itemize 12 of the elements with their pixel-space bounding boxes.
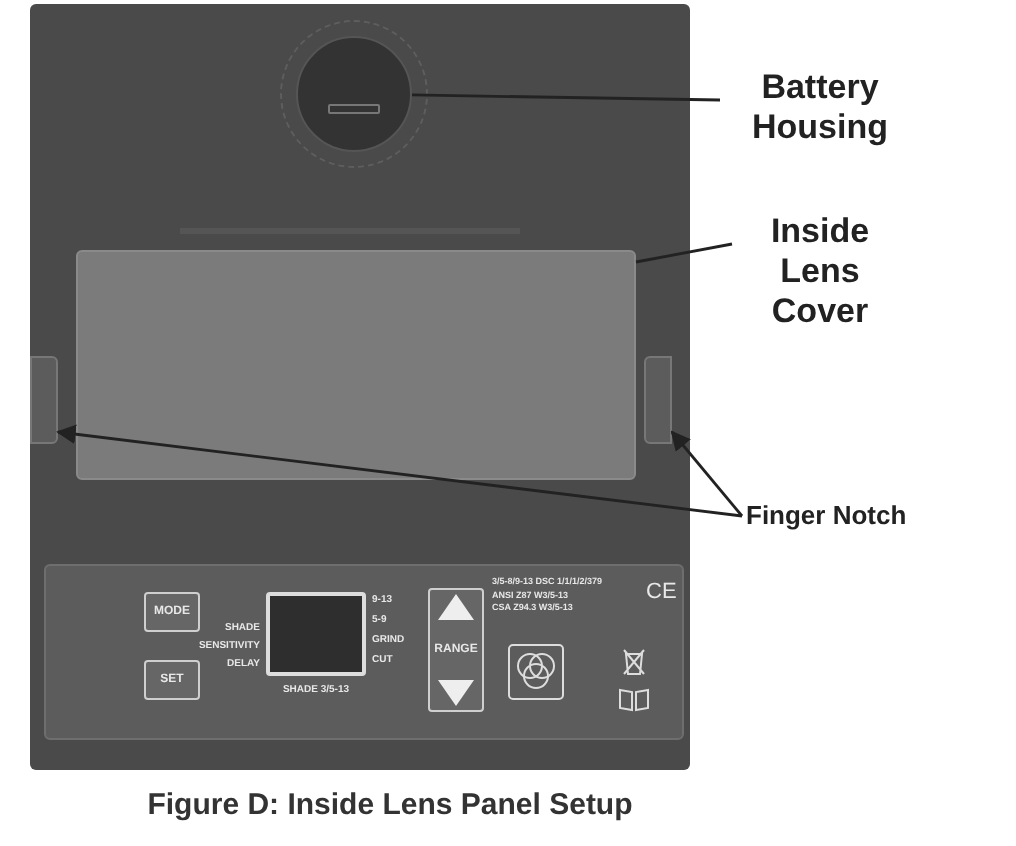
leader-line (670, 430, 744, 517)
certification-mark: CE (646, 582, 677, 604)
figure-caption: Figure D: Inside Lens Panel Setup (147, 786, 633, 826)
callout-label: Inside Lens Cover (768, 212, 872, 332)
callout-label: Finger Notch (746, 498, 909, 534)
callout-label: Battery Housing (750, 68, 890, 148)
leader-line (56, 424, 743, 518)
lens-cover (76, 250, 636, 480)
finger-notch (644, 356, 672, 444)
leader-line (411, 93, 721, 102)
leader-line (635, 242, 733, 264)
finger-notch (30, 356, 58, 444)
